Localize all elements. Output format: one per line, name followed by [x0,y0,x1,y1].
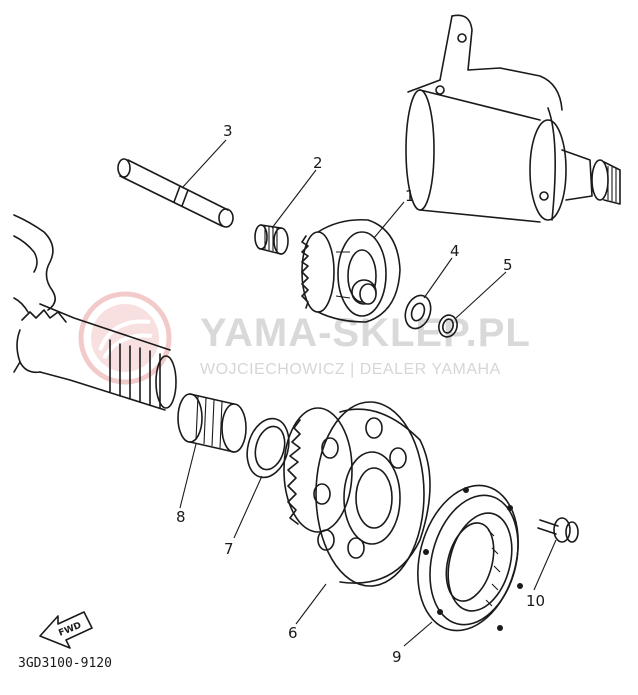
fwd-direction-arrow: FWD [39,611,93,649]
part-6-starter-wheel-gear [283,401,431,587]
watermark-subtitle: WOJCIECHOWICZ | DEALER YAMAHA [200,361,501,378]
part-5-circlip [438,314,458,338]
part-7-washer [246,417,290,479]
callout-5: 5 [503,256,513,274]
fwd-label: FWD [57,621,83,639]
diagram-code: 3GD3100-9120 [18,656,112,671]
part-1-idle-gear [301,218,401,323]
part-4-washer [404,294,432,330]
part-9-one-way-clutch [417,484,523,632]
callout-2: 2 [313,154,323,172]
callout-4: 4 [450,242,460,260]
watermark: YAMA-SKLEP.PL WOJCIECHOWICZ | DEALER YAM… [78,291,531,385]
callout-1: 1 [405,187,415,205]
watermark-title: YAMA-SKLEP.PL [200,311,531,355]
crankshaft-splined-end [13,303,177,411]
callout-6: 6 [288,624,298,642]
callouts: 1 2 3 4 5 6 7 8 9 10 [176,122,545,666]
part-3-shaft [117,158,234,228]
part-10-bolt [537,517,579,543]
crankcase-outline [13,214,56,313]
watermark-logo [78,291,172,385]
callout-10: 10 [526,592,545,610]
callout-9: 9 [392,648,402,666]
callout-3: 3 [223,122,233,140]
callout-8: 8 [176,508,186,526]
leader-lines [179,139,557,647]
part-8-needle-bearing [177,393,247,453]
callout-7: 7 [224,540,234,558]
part-2-needle-bearing [254,224,289,255]
starter-motor [405,14,621,223]
